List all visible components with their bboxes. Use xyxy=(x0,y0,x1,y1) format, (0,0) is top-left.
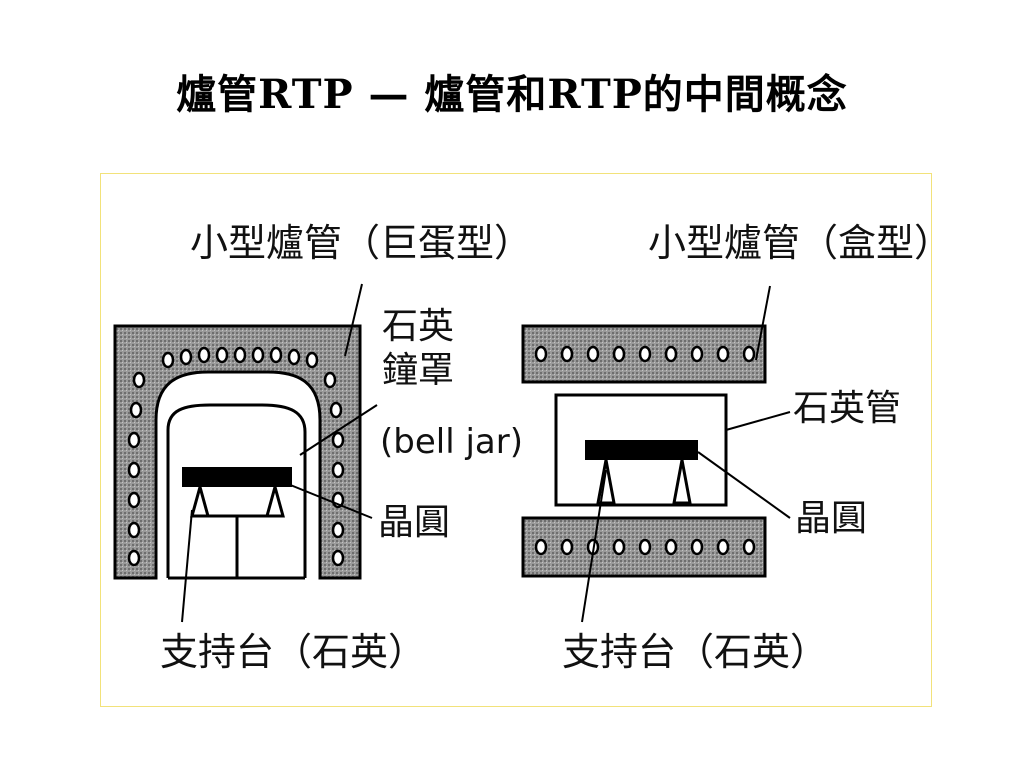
diagram-frame xyxy=(100,173,932,707)
dome-heater-coils xyxy=(127,346,345,567)
bell-jar xyxy=(166,403,307,578)
quartz-tube-label: 石英管 xyxy=(793,388,901,429)
box-wafer xyxy=(585,440,698,460)
bottom-heater-coils xyxy=(534,538,756,556)
quartz-label-line3: (bell jar) xyxy=(380,422,523,462)
dome-leaders xyxy=(181,283,378,623)
box-wafer-label: 晶圓 xyxy=(795,498,867,539)
box-leaders xyxy=(581,285,791,623)
dome-heading: 小型爐管（巨蛋型） xyxy=(190,221,532,265)
box-heading: 小型爐管（盒型） xyxy=(648,221,952,265)
dome-support xyxy=(190,481,285,578)
slide-title: 爐管RTP — 爐管和RTP的中間概念 xyxy=(176,71,848,118)
quartz-label-line2: 鐘罩 xyxy=(382,350,454,391)
box-furnace xyxy=(521,285,791,623)
dome-wafer xyxy=(182,467,292,487)
dome-wafer-label: 晶圓 xyxy=(378,502,450,543)
dome-furnace xyxy=(113,283,378,623)
quartz-label-line1: 石英 xyxy=(382,306,454,347)
top-heater-coils xyxy=(534,345,756,363)
box-support-label: 支持台（石英） xyxy=(562,630,828,674)
dome-support-label: 支持台（石英） xyxy=(160,630,426,674)
